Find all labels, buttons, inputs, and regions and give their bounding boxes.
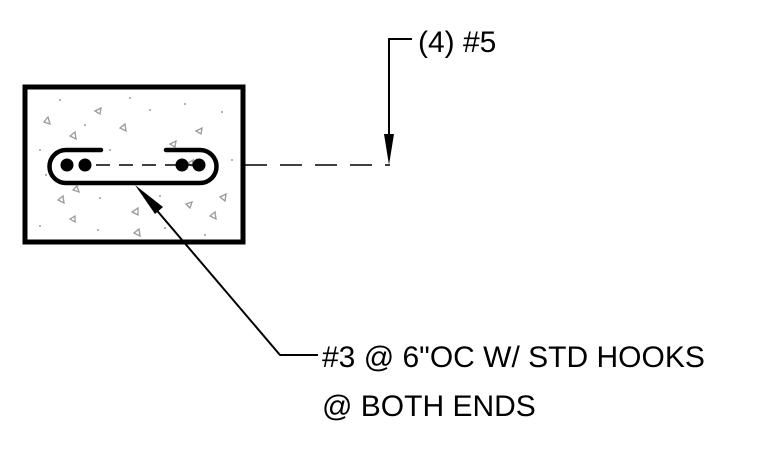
stirrup-tie — [47, 147, 219, 186]
concrete-section — [22, 84, 246, 245]
top-bars-leader — [388, 38, 412, 148]
stirrup-callout-line1: #3 @ 6"OC W/ STD HOOKS — [322, 341, 705, 374]
top-bars-arrowhead — [384, 134, 394, 165]
concrete-dots — [39, 97, 233, 236]
rebar-dot — [175, 158, 189, 172]
rebar-dot — [60, 158, 74, 172]
top-bars-callout: (4) #5 — [418, 26, 496, 59]
stirrup-arrowhead — [135, 185, 163, 214]
rebar-dot — [78, 158, 92, 172]
stirrup-callout-line2: @ BOTH ENDS — [322, 390, 536, 423]
stirrup-leader — [147, 199, 318, 356]
concrete-aggregate-hatch — [42, 106, 227, 238]
